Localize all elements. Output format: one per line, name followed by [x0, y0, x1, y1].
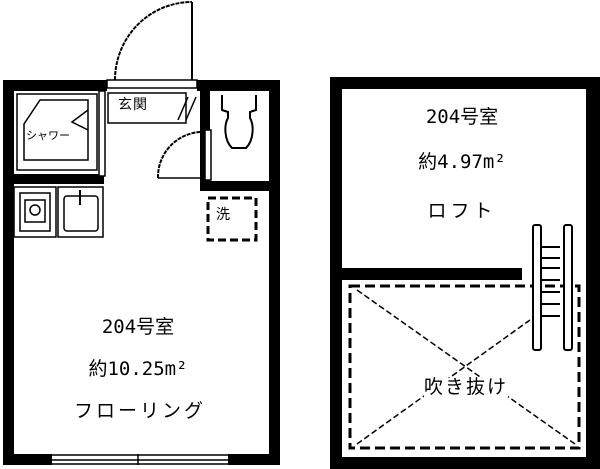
- open-ceiling-label: 吹き抜け: [423, 376, 509, 398]
- entrance-area: [107, 92, 187, 124]
- washer-space: [206, 196, 258, 242]
- loft-room-name: 204号室: [425, 106, 499, 128]
- main-floor-walls: [3, 79, 280, 465]
- ladder-icon: [532, 224, 573, 351]
- room-flooring: フローリング: [73, 400, 207, 422]
- open-ceiling-area: [348, 284, 581, 450]
- loft-area: 約4.97m²: [418, 151, 506, 173]
- entrance-door-icon: [114, 1, 193, 81]
- entrance-label: 玄関: [118, 97, 148, 113]
- room-name: 204号室: [101, 316, 175, 338]
- shower-label: シャワー: [26, 129, 70, 142]
- room-area: 約10.25m²: [88, 358, 188, 380]
- loft-walls: [330, 77, 600, 469]
- loft-type: ロフト: [427, 200, 497, 222]
- stove-icon: [13, 186, 57, 238]
- toilet-icon: [221, 95, 257, 149]
- shower-icon: [16, 93, 98, 171]
- sink-icon: [57, 186, 104, 238]
- toilet-door-icon: [156, 131, 201, 179]
- washer-label: 洗: [216, 207, 230, 223]
